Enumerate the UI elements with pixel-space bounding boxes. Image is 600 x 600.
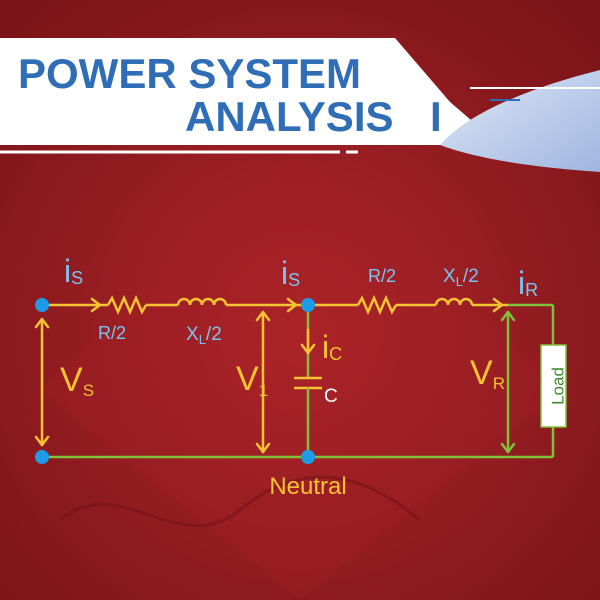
background-diamond — [40, 150, 560, 600]
arrow-vs-up — [34, 317, 50, 329]
label-xl-half-left: XL/2 — [186, 324, 222, 347]
circuit — [42, 294, 555, 459]
node-neutral — [301, 450, 315, 464]
inductor-left — [176, 297, 228, 306]
page-title-line1: POWER SYSTEM — [18, 50, 361, 97]
arrow-v1-up — [255, 310, 271, 322]
resistor-left — [106, 294, 148, 316]
label-neutral: Neutral — [269, 473, 346, 500]
label-r-half-left: R/2 — [98, 323, 126, 343]
page-title-line2: ANALYSIS — [185, 93, 394, 140]
header-banner: POWER SYSTEM ANALYSIS I — [0, 38, 600, 172]
arrows — [34, 297, 516, 454]
arrow-is-left — [90, 297, 102, 313]
label-is-mid: iS — [281, 255, 300, 291]
label-v1: V1 — [236, 360, 268, 400]
label-capacitor: C — [324, 386, 338, 407]
inductor-right — [434, 297, 474, 306]
arrow-vr-down — [500, 442, 516, 454]
label-vs: VS — [60, 361, 94, 400]
arrow-v1-down — [255, 442, 271, 454]
header-panel — [0, 38, 500, 145]
node-mid-top — [301, 298, 315, 312]
label-xl-half-right: XL/2 — [443, 266, 479, 289]
label-vr: VR — [470, 354, 505, 393]
arrow-ic-head — [300, 343, 316, 355]
node-sending-bottom — [35, 450, 49, 464]
arrow-vs-down — [34, 435, 50, 447]
background-ornament — [59, 475, 421, 528]
page-title-suffix: I — [430, 93, 442, 140]
resistor-right — [356, 294, 398, 316]
label-ir: iR — [518, 265, 538, 301]
node-sending-top — [35, 298, 49, 312]
label-r-half-right: R/2 — [368, 266, 396, 286]
label-is-left: iS — [64, 253, 83, 289]
load-box — [540, 344, 567, 428]
arrow-is-mid — [286, 297, 298, 313]
label-ic: iC — [322, 329, 342, 365]
arrow-vr-up — [500, 310, 516, 322]
header-swoosh — [440, 70, 600, 172]
arrow-ir — [492, 297, 504, 313]
load-label: Load — [548, 367, 567, 405]
